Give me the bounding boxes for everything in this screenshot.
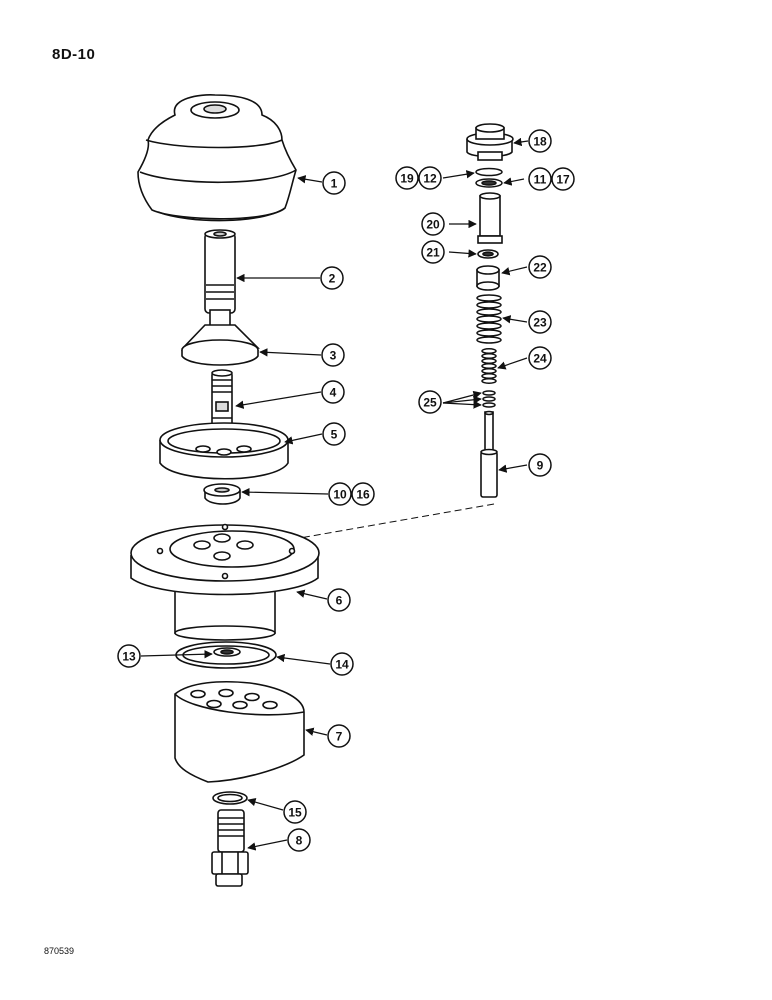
callout-label-16: 16 (356, 488, 370, 502)
callout-14: 14 (330, 652, 354, 676)
callout-23: 23 (528, 310, 552, 334)
callout-label-13: 13 (122, 650, 136, 664)
part-24-inner-spring (481, 348, 497, 384)
callout-label-7: 7 (336, 730, 343, 744)
callout-12: 12 (418, 166, 442, 190)
part-22-spring-seat (476, 265, 500, 291)
part-23-outer-spring (476, 294, 502, 344)
part-13-seal (213, 647, 241, 657)
part-19-12-ring (475, 167, 503, 177)
callout-22: 22 (528, 255, 552, 279)
callout-label-5: 5 (331, 428, 338, 442)
callout-label-2: 2 (329, 272, 336, 286)
callout-label-9: 9 (537, 459, 544, 473)
part-15-o-ring (212, 791, 248, 805)
part-11-17-seal-ring (475, 178, 503, 188)
callout-label-18: 18 (533, 135, 547, 149)
callout-7: 7 (327, 724, 351, 748)
callout-label-12: 12 (423, 172, 437, 186)
callout-label-15: 15 (288, 806, 302, 820)
callout-label-1: 1 (331, 177, 338, 191)
callout-label-6: 6 (336, 594, 343, 608)
leader-lines (140, 137, 529, 851)
callout-5: 5 (322, 422, 346, 446)
part-6-housing (130, 523, 320, 641)
part-2-lever-shaft (204, 229, 236, 333)
callout-label-19: 19 (400, 172, 414, 186)
callout-6: 6 (327, 588, 351, 612)
callout-label-11: 11 (534, 173, 547, 187)
callout-label-17: 17 (556, 173, 570, 187)
part-9-spool (480, 410, 498, 498)
callout-15: 15 (283, 800, 307, 824)
part-25-shims (482, 390, 496, 408)
callout-label-10: 10 (333, 488, 347, 502)
callout-1: 1 (322, 171, 346, 195)
callout-2: 2 (320, 266, 344, 290)
callout-19: 19 (395, 166, 419, 190)
callout-label-3: 3 (330, 349, 337, 363)
callout-13: 13 (117, 644, 141, 668)
part-5-plate (159, 422, 289, 480)
callout-label-22: 22 (533, 261, 547, 275)
callout-4: 4 (321, 380, 345, 404)
callout-label-23: 23 (533, 316, 547, 330)
callout-10: 10 (328, 482, 352, 506)
callouts: 1 2 3 4 5 10 16 6 13 14 7 15 8 18 19 (117, 129, 575, 852)
part-21-clip (477, 249, 499, 259)
callout-18: 18 (528, 129, 552, 153)
callout-label-4: 4 (330, 386, 337, 400)
callout-label-25: 25 (423, 396, 437, 410)
part-1-rubber-boot (137, 94, 297, 222)
part-3-cone-plate (181, 324, 260, 366)
callout-21: 21 (421, 240, 445, 264)
callout-11: 11 (528, 167, 552, 191)
callout-8: 8 (287, 828, 311, 852)
assembly-dashed-line (299, 503, 495, 539)
callout-25: 25 (418, 390, 442, 414)
part-7-valve-body (174, 680, 305, 783)
callout-label-14: 14 (335, 658, 349, 672)
part-20-plunger (477, 192, 503, 244)
callout-24: 24 (528, 346, 552, 370)
page-number: 8D-10 (52, 46, 96, 63)
callout-17: 17 (551, 167, 575, 191)
callout-label-21: 21 (426, 246, 440, 260)
callout-label-8: 8 (296, 834, 303, 848)
callout-16: 16 (351, 482, 375, 506)
callout-9: 9 (528, 453, 552, 477)
callout-3: 3 (321, 343, 345, 367)
callout-label-20: 20 (426, 218, 440, 232)
callout-label-24: 24 (533, 352, 547, 366)
part-8-adapter-fitting (211, 809, 249, 887)
callout-20: 20 (421, 212, 445, 236)
drawing-reference-code: 870539 (44, 946, 75, 956)
part-18-cap (466, 123, 514, 161)
part-10-16-washer (203, 483, 241, 505)
